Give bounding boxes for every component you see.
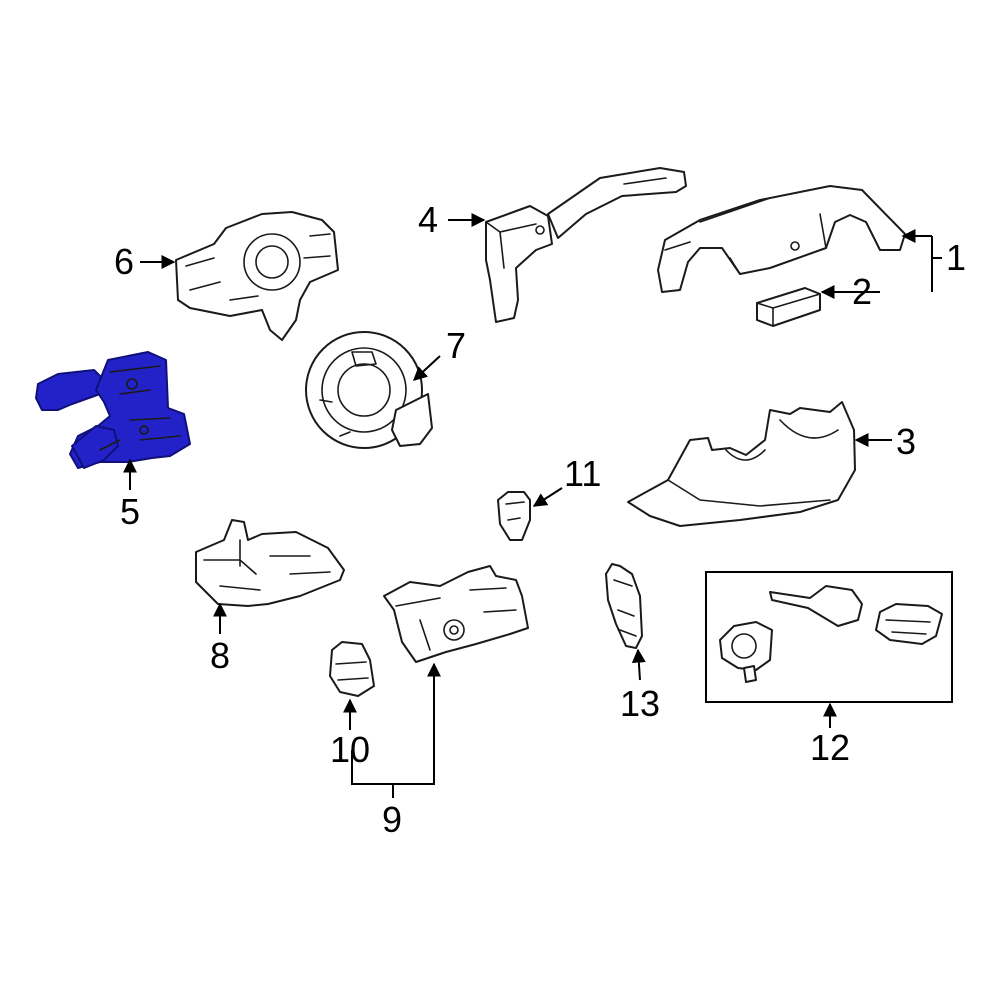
- leader-11: [532, 487, 563, 507]
- callout-labels: 1 2 3 4 5 6 7 8 9 10 11 12 13: [114, 199, 966, 840]
- callout-8: 8: [210, 635, 230, 676]
- callout-5: 5: [120, 491, 140, 532]
- part-9-lock-housing[interactable]: [383, 565, 529, 663]
- part-5-combination-switch[interactable]: [35, 351, 191, 469]
- part-6-column-module[interactable]: [175, 211, 339, 341]
- callout-10: 10: [330, 729, 370, 770]
- part-10-lock-module[interactable]: [329, 641, 375, 697]
- callout-9: 9: [382, 799, 402, 840]
- callout-6: 6: [114, 241, 134, 282]
- kit-box: [705, 571, 953, 703]
- part-1-upper-shroud[interactable]: [657, 185, 906, 293]
- part-12-lock-kit[interactable]: [705, 571, 953, 703]
- part-13-cover[interactable]: [605, 563, 643, 649]
- part-4-wiper-switch[interactable]: [485, 167, 687, 323]
- callout-1: 1: [946, 237, 966, 278]
- callout-12: 12: [810, 727, 850, 768]
- leader-13: [631, 648, 646, 681]
- part-7-clock-spring[interactable]: [305, 331, 433, 449]
- callout-13: 13: [620, 683, 660, 724]
- callout-3: 3: [896, 421, 916, 462]
- part-11-cap[interactable]: [497, 491, 531, 541]
- callout-11: 11: [564, 453, 601, 494]
- callout-2: 2: [852, 271, 872, 312]
- part-3-lower-shroud[interactable]: [627, 401, 856, 527]
- part-8-bracket[interactable]: [195, 519, 345, 607]
- callout-7: 7: [446, 325, 466, 366]
- leader-7: [412, 355, 441, 381]
- leader-lines: [123, 213, 942, 798]
- callout-4: 4: [418, 199, 438, 240]
- part-2-clip[interactable]: [756, 287, 821, 327]
